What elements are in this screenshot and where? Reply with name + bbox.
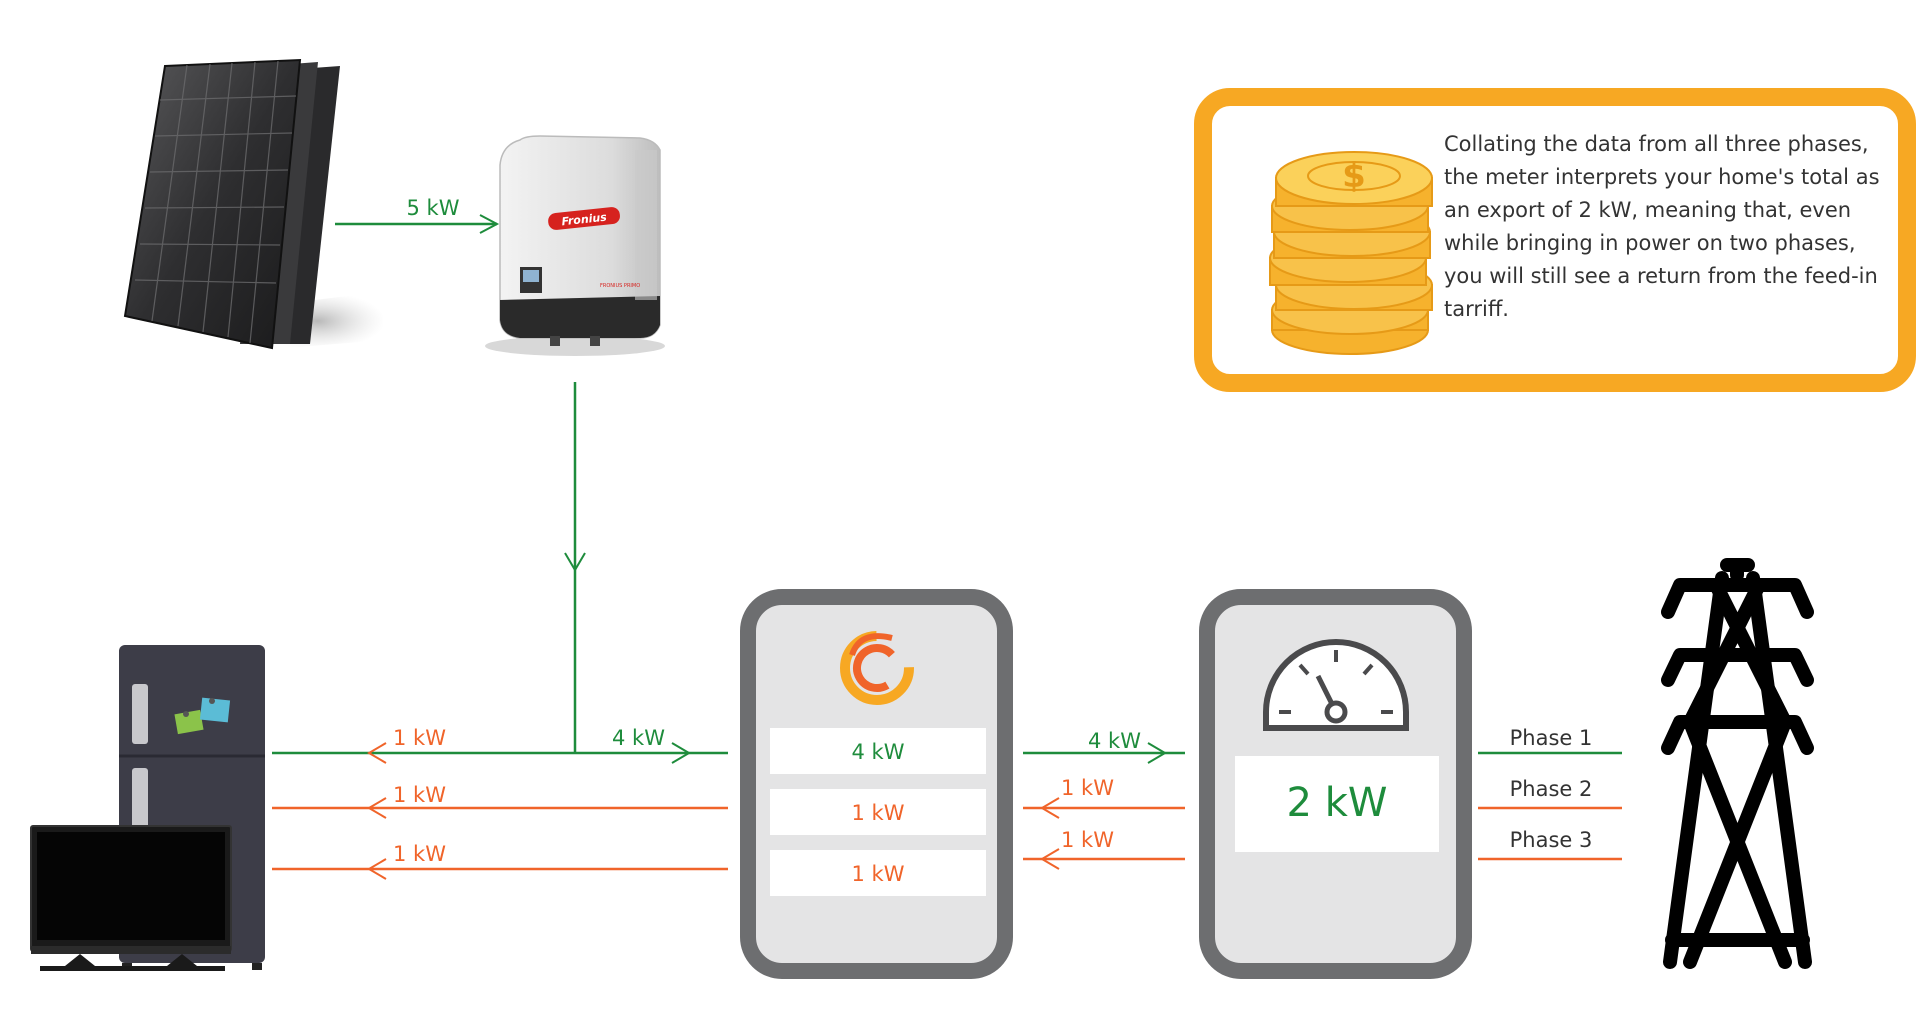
flow-label-inverter-monitor: 4 kW bbox=[612, 726, 665, 750]
coin-stack-icon: $ bbox=[1269, 151, 1433, 355]
monitor-row-2 bbox=[770, 789, 986, 835]
energy-monitor: 4 kW 1 kW 1 kW bbox=[740, 589, 1013, 979]
flow-label-monitor-meter-1: 4 kW bbox=[1088, 729, 1141, 753]
svg-text:$: $ bbox=[1342, 156, 1366, 196]
pylon-icon bbox=[1661, 558, 1814, 969]
arrow-right-icon bbox=[671, 742, 691, 764]
tv-icon bbox=[30, 825, 232, 971]
electricity-meter: 2 kW bbox=[1199, 589, 1472, 979]
flow-label-monitor-meter-3: 1 kW bbox=[1061, 828, 1114, 852]
inverter-model: FRONIUS PRIMO bbox=[600, 283, 640, 289]
arrow-left-icon bbox=[1040, 848, 1060, 870]
inverter-icon: Fronius FRONIUS PRIMO bbox=[485, 135, 665, 356]
arrow-right-icon bbox=[1147, 742, 1167, 764]
monitor-row-1 bbox=[770, 728, 986, 774]
arrow-left-icon bbox=[367, 858, 387, 880]
arrow-left-icon bbox=[1040, 797, 1060, 819]
monitor-row-3-value: 1 kW bbox=[852, 862, 905, 886]
flow-label-panel-inverter: 5 kW bbox=[407, 196, 460, 220]
monitor-row-3 bbox=[770, 850, 986, 896]
info-callout: $ Collating the data from all three phas… bbox=[1194, 88, 1916, 392]
flow-label-home-phase3: 1 kW bbox=[393, 842, 446, 866]
solar-panel-icon bbox=[123, 58, 385, 350]
info-text: Collating the data from all three phases… bbox=[1444, 132, 1880, 321]
arrow-left-icon bbox=[367, 742, 387, 764]
phase-label-2: Phase 2 bbox=[1510, 777, 1593, 801]
monitor-row-2-value: 1 kW bbox=[852, 801, 905, 825]
inverter-brand: Fronius bbox=[561, 211, 608, 229]
flow-label-home-phase2: 1 kW bbox=[393, 783, 446, 807]
arrow-down-icon bbox=[564, 552, 586, 572]
phase-label-3: Phase 3 bbox=[1510, 828, 1593, 852]
arrow-left-icon bbox=[367, 797, 387, 819]
monitor-row-1-value: 4 kW bbox=[852, 740, 905, 764]
phase-label-1: Phase 1 bbox=[1510, 726, 1593, 750]
meter-reading: 2 kW bbox=[1287, 780, 1388, 826]
meter-display bbox=[1235, 756, 1439, 852]
flow-label-monitor-meter-2: 1 kW bbox=[1061, 776, 1114, 800]
flow-label-home-phase1: 1 kW bbox=[393, 726, 446, 750]
monitor-logo-icon bbox=[840, 631, 914, 705]
gauge-icon bbox=[1263, 639, 1409, 731]
